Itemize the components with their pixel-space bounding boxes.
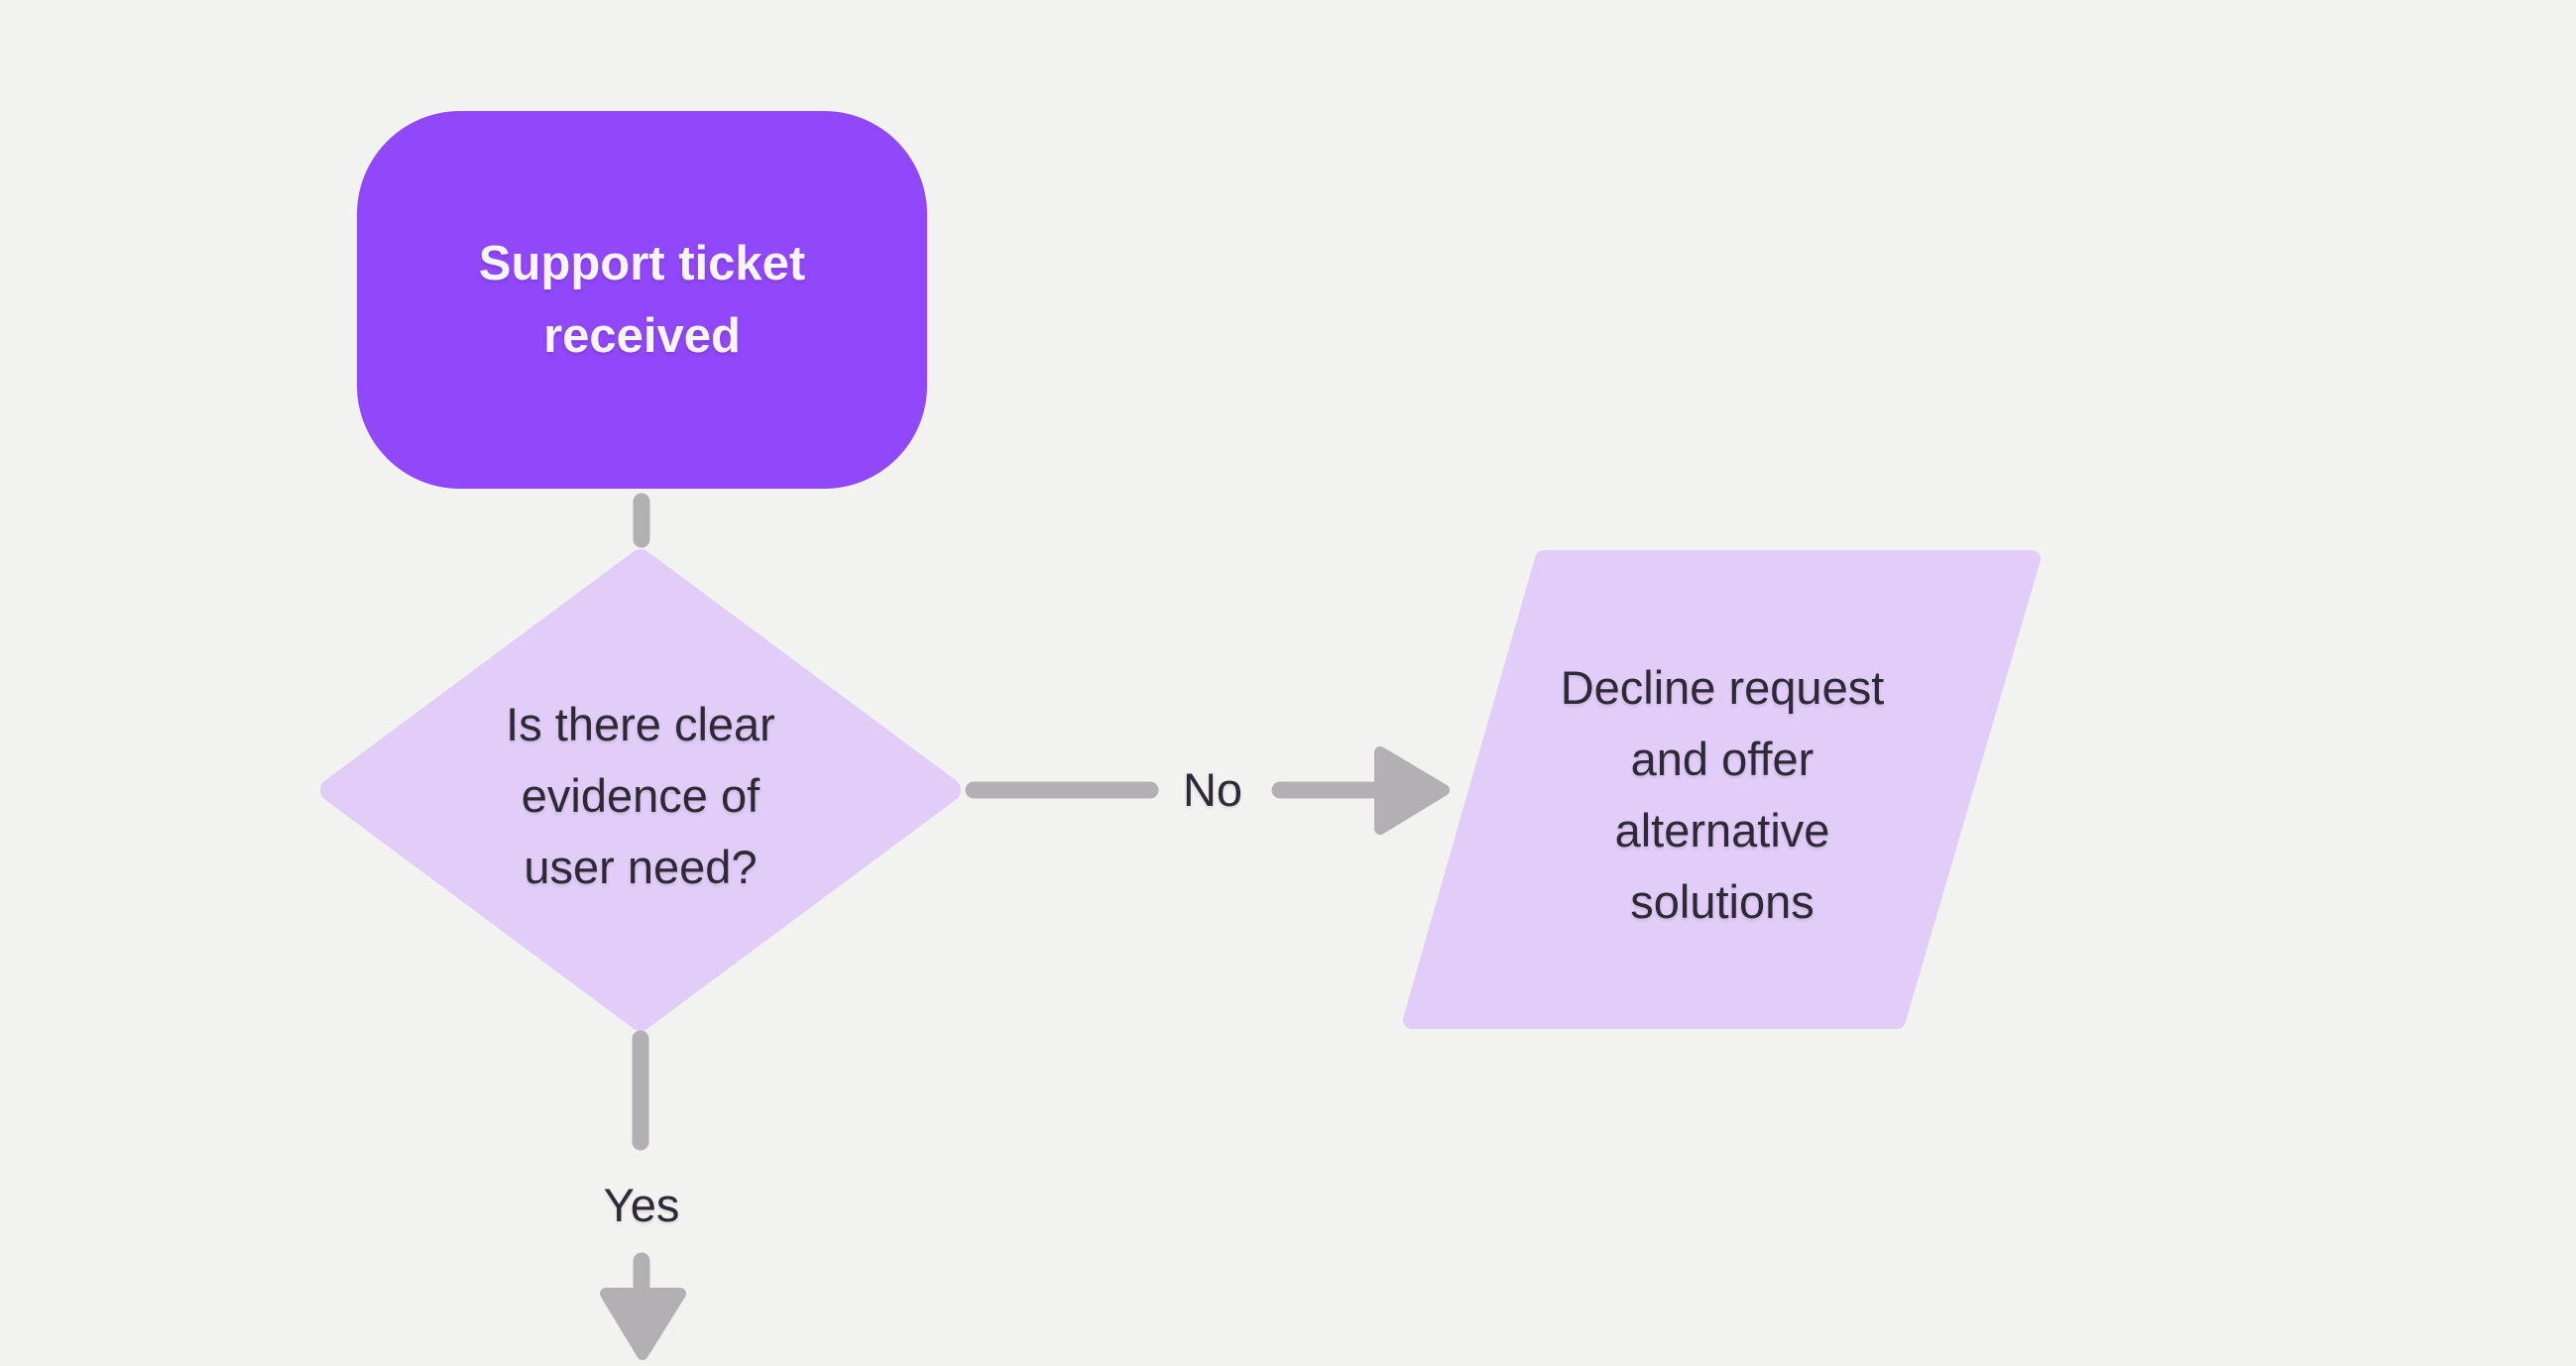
edge-label-no[interactable]: No — [1182, 763, 1243, 816]
decision-label-line: Is there clear — [506, 698, 775, 750]
decision-label-line: evidence of — [521, 769, 761, 822]
decision-diamond-shape[interactable] — [320, 549, 961, 1031]
arrowhead-yes-icon[interactable] — [600, 1288, 686, 1360]
decline-label-line: and offer — [1630, 733, 1815, 785]
decline-parallelogram-shape[interactable] — [1403, 550, 2041, 1029]
decline-node-label[interactable]: Decline request and offer alternative so… — [1425, 652, 2020, 938]
decline-label-line: Decline request — [1560, 661, 1885, 714]
decision-node-label[interactable]: Is there clear evidence of user need? — [393, 689, 888, 903]
decline-label-line: solutions — [1630, 875, 1815, 928]
arrowhead-no-icon[interactable] — [1374, 746, 1450, 835]
decision-label-line: user need? — [524, 841, 758, 893]
decline-label-line: alternative — [1614, 804, 1830, 856]
node-support-ticket-received[interactable]: Support ticket received — [357, 111, 927, 489]
edge-label-yes[interactable]: Yes — [603, 1179, 680, 1231]
start-node-label-line: received — [543, 308, 741, 363]
start-node-label-line: Support ticket — [478, 236, 806, 290]
